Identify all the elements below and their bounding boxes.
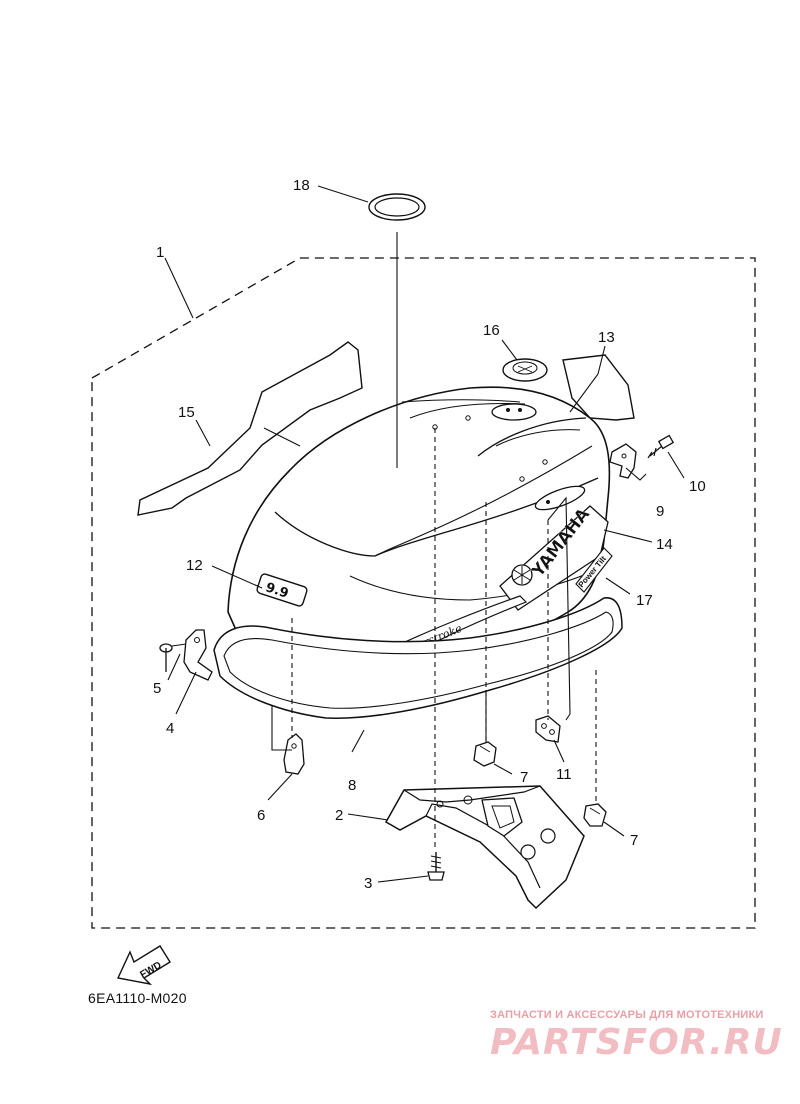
- callout-7a: 7: [520, 769, 528, 786]
- callout-9: 9: [656, 503, 664, 520]
- watermark-tagline: ЗАПЧАСТИ И АКСЕССУАРЫ ДЛЯ МОТОТЕХНИКИ: [490, 1009, 764, 1021]
- emblem-text: 9.9: [264, 580, 291, 601]
- callout-8: 8: [348, 777, 356, 794]
- assembly-boundary: [91, 257, 756, 929]
- callout-10: 10: [689, 478, 706, 495]
- part-2-handle: [384, 785, 585, 910]
- callout-17: 17: [636, 592, 653, 609]
- callout-5: 5: [153, 680, 161, 697]
- callout-11: 11: [556, 766, 572, 783]
- part-13-plate: [562, 354, 635, 421]
- watermark-logo: PARTSFOR.RU: [490, 1022, 783, 1063]
- callout-1: 1: [156, 244, 164, 261]
- part-12-emblem: 9.9: [256, 573, 308, 607]
- part-15-seal: [137, 341, 363, 516]
- part-9-bracket: [609, 443, 637, 479]
- part-5-bolt: [159, 643, 187, 672]
- callout-12: 12: [186, 557, 203, 574]
- callout-16: 16: [483, 322, 500, 339]
- part-16-grommet: [502, 358, 548, 382]
- part-18-oring: [368, 193, 426, 221]
- callout-18: 18: [293, 177, 310, 194]
- part-3-screw: [427, 852, 445, 881]
- part-8-seal: [213, 597, 623, 719]
- figure-code: 6EA1110-M020: [88, 990, 187, 1006]
- callout-6: 6: [257, 807, 265, 824]
- part-7-stopper-b: [583, 803, 607, 827]
- fwd-arrow-icon: FWD: [116, 945, 171, 986]
- callout-4: 4: [166, 720, 174, 737]
- part-4-hook: [183, 629, 213, 681]
- callout-2: 2: [335, 807, 343, 824]
- callout-7b: 7: [630, 832, 638, 849]
- leader-lines: [164, 185, 685, 883]
- callout-14: 14: [656, 536, 673, 553]
- assembly-axes: [291, 428, 597, 850]
- part-7-stopper-a: [473, 741, 497, 767]
- part-6-clip: [283, 733, 305, 775]
- callout-13: 13: [598, 329, 615, 346]
- callout-3: 3: [364, 875, 372, 892]
- part-11-bracket: [535, 715, 561, 743]
- part-10-screw: [647, 434, 675, 459]
- callout-15: 15: [178, 404, 195, 421]
